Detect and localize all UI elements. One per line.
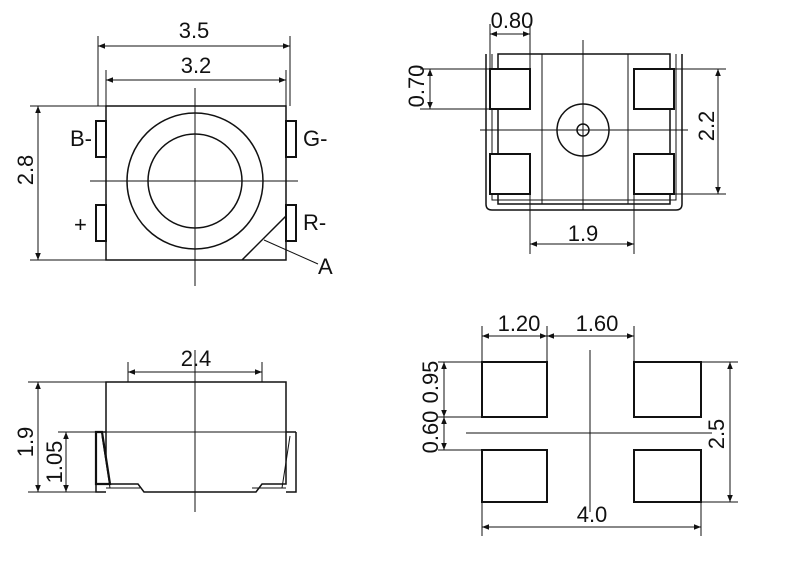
dim-1-60: 1.60	[576, 311, 619, 336]
footprint-pad-br	[633, 449, 702, 503]
side-view: 2.4 1.9 1.05	[13, 346, 297, 512]
dim-2-8: 2.8	[13, 155, 38, 186]
pin-g	[285, 120, 297, 158]
marker-a-label: A	[318, 254, 333, 279]
pin-g-label: G-	[303, 126, 327, 151]
bottom-body	[497, 53, 671, 205]
footprint-view: 1.20 1.60 0.95 0.60 2.5 4.0	[418, 311, 738, 536]
pin-r	[285, 204, 297, 242]
pin-b-label: B-	[70, 126, 92, 151]
pin-r-label: R-	[303, 210, 326, 235]
bottom-view: 0.80 0.70 2.2 1.9	[404, 8, 726, 254]
dim-3-5: 3.5	[179, 18, 210, 43]
dim-1-9-bottom: 1.9	[568, 221, 599, 246]
footprint-pad-tr	[633, 361, 702, 418]
corner-chamfer	[241, 215, 287, 261]
dim-0-95: 0.95	[418, 361, 443, 404]
footprint-pad-tl	[481, 361, 548, 418]
dim-3-2: 3.2	[181, 53, 212, 78]
bottom-pad-tr	[633, 68, 675, 110]
dim-2-5: 2.5	[704, 419, 729, 450]
bottom-pad-br	[633, 153, 675, 195]
dim-4-0: 4.0	[577, 502, 608, 527]
bottom-pad-bl	[489, 153, 531, 195]
footprint-pad-bl	[481, 449, 548, 503]
dim-2-4: 2.4	[181, 346, 212, 371]
dim-0-70: 0.70	[404, 65, 429, 108]
led-body	[105, 105, 287, 261]
pin-plus-label: +	[74, 212, 87, 237]
polarity-dot	[576, 123, 590, 137]
bottom-pad-tl	[489, 68, 531, 110]
dim-1-05: 1.05	[42, 441, 67, 484]
dim-1-9-side: 1.9	[13, 427, 38, 458]
polarity-ring	[556, 103, 610, 157]
pin-b	[95, 120, 107, 158]
dim-1-20: 1.20	[498, 311, 541, 336]
dim-2-2: 2.2	[694, 111, 719, 142]
dim-0-80: 0.80	[491, 8, 534, 33]
top-view: B- + G- R- A 3.5 3.2 2.8	[13, 18, 333, 286]
side-body	[105, 381, 287, 493]
dim-0-60: 0.60	[418, 411, 443, 454]
pin-plus	[95, 204, 107, 242]
